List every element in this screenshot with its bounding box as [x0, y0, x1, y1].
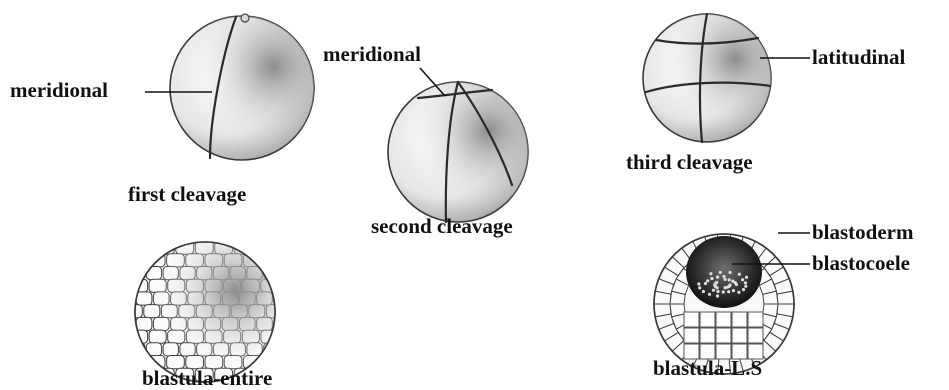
blastomere-cell: [274, 317, 290, 330]
cavity-cell-dot: [708, 293, 711, 296]
yolk-cell: [700, 328, 715, 343]
cavity-cell-dot: [728, 278, 731, 281]
cavity-cell-dot: [738, 273, 741, 276]
caption-second-cleavage: second cleavage: [371, 216, 513, 237]
cavity-cell-dot: [729, 271, 732, 274]
cavity-cell-dot: [727, 290, 730, 293]
yolk-cell: [732, 328, 747, 343]
cavity-cell-dot: [723, 286, 726, 289]
cavity-cell-dot: [722, 290, 725, 293]
first-cleavage-egg: [170, 14, 314, 160]
cavity-cell-dot: [744, 281, 747, 284]
yolk-cell: [716, 312, 731, 327]
cavity-cell-dot: [735, 283, 738, 286]
cavity-cell-dot: [697, 282, 700, 285]
cavity-cell-dot: [716, 276, 719, 279]
blastocoele-cavity: [686, 236, 762, 308]
cavity-cell-dot: [698, 286, 701, 289]
yolk-cell: [748, 312, 763, 327]
cavity-cell-dot: [716, 290, 719, 293]
cavity-cell-dot: [706, 279, 709, 282]
yolk-cell: [748, 328, 763, 343]
yolk-cell: [684, 328, 699, 343]
caption-blastula-ls: blastula-L.S: [653, 358, 762, 379]
cavity-cell-dot: [724, 278, 727, 281]
blastomere-cell: [263, 254, 281, 267]
blastomere-cell: [119, 292, 135, 305]
cavity-cell-dot: [710, 277, 713, 280]
cavity-cell-dot: [744, 285, 747, 288]
cavity-cell-dot: [704, 282, 707, 285]
blastomere-cell: [280, 279, 297, 292]
polar-body: [241, 14, 249, 22]
blastomere-cell: [119, 317, 135, 330]
cavity-cell-dot: [716, 294, 719, 297]
cavity-cell-dot: [741, 278, 744, 281]
label-blastocoele: blastocoele: [812, 253, 910, 274]
caption-first-cleavage: first cleavage: [128, 184, 246, 205]
cavity-cell-dot: [737, 291, 740, 294]
blastomere-cell: [280, 330, 297, 343]
cavity-cell-dot: [712, 289, 715, 292]
third-cleavage-egg: [643, 14, 771, 142]
label-second-meridional: meridional: [323, 44, 421, 65]
blastomere-cell: [274, 292, 290, 305]
blastomere-cell: [130, 267, 145, 280]
yolk-cell: [684, 312, 699, 327]
cavity-cell-dot: [742, 288, 745, 291]
yolk-cell: [700, 312, 715, 327]
cavity-cell-dot: [732, 289, 735, 292]
blastula-entire-sphere: [119, 241, 300, 382]
cavity-cell-dot: [702, 290, 705, 293]
yolk-cell: [716, 328, 731, 343]
cavity-cell-dot: [709, 272, 712, 275]
caption-third-cleavage: third cleavage: [626, 152, 753, 173]
yolk-cell: [732, 312, 747, 327]
blastomere-cell: [284, 305, 300, 318]
cavity-cell-dot: [719, 271, 722, 274]
blastula-section: [654, 234, 794, 374]
second-cleavage-egg: [388, 82, 528, 222]
label-first-meridional: meridional: [10, 80, 108, 101]
label-latitudinal: latitudinal: [812, 47, 905, 68]
cavity-cell-dot: [745, 276, 748, 279]
cavity-cell-dot: [722, 275, 725, 278]
cavity-cell-dot: [715, 281, 718, 284]
caption-blastula-entire: blastula-entire: [142, 368, 272, 389]
label-blastoderm: blastoderm: [812, 222, 914, 243]
